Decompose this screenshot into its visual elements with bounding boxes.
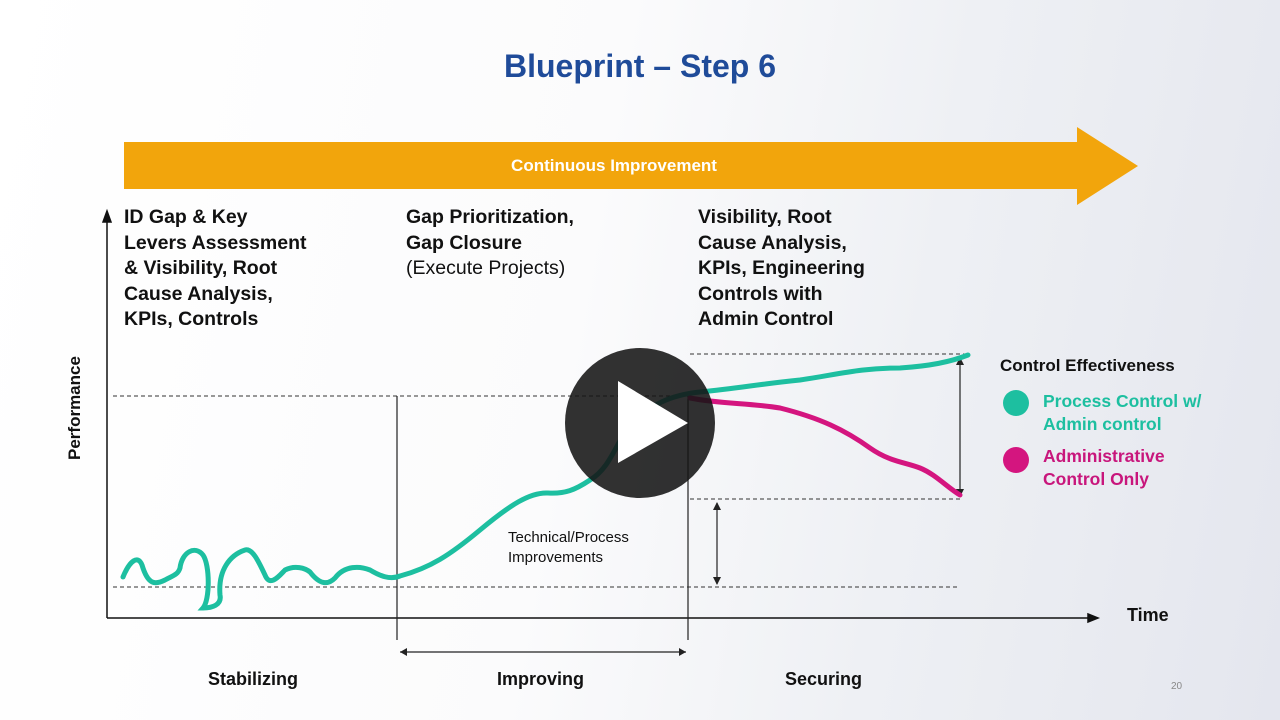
column-note: (Execute Projects)	[406, 257, 566, 279]
y-axis-arrowhead	[101, 208, 113, 223]
column-identify: ID Gap & Key Levers Assessment & Visibil…	[124, 205, 306, 333]
column-line: KPIs, Controls	[124, 308, 259, 330]
column-line: Levers Assessment	[124, 231, 307, 254]
column-line: & Visibility, Root	[124, 257, 278, 279]
legend-label-line: Admin control	[1043, 414, 1162, 434]
column-line: Gap Closure	[406, 231, 522, 254]
play-icon	[618, 381, 688, 463]
column-line: Gap Prioritization,	[406, 206, 574, 228]
y-axis-label: Performance	[65, 356, 84, 460]
continuous-improvement-arrow	[124, 127, 1138, 205]
column-line: Visibility, Root	[698, 206, 832, 228]
slide-title: Blueprint – Step 6	[503, 48, 777, 84]
column-line: ID Gap & Key	[124, 206, 248, 228]
annotation-line: Technical/Process	[508, 529, 629, 546]
banner-label: Continuous Improvement	[511, 156, 717, 175]
admin-control-curve	[687, 395, 963, 498]
legend-item-admin-control: Administrative Control Only	[1043, 445, 1165, 491]
column-line: Cause Analysis,	[124, 282, 273, 305]
legend-title: Control Effectiveness	[1000, 356, 1175, 375]
column-line: KPIs, Engineering	[698, 257, 865, 279]
phase-stabilizing: Stabilizing	[208, 669, 298, 689]
legend-magenta-dot-icon	[1003, 447, 1029, 473]
column-line: Controls with	[698, 282, 823, 305]
reference-lines	[113, 353, 968, 588]
x-axis-label: Time	[1127, 605, 1169, 625]
legend-label-line: Control Only	[1043, 469, 1149, 489]
page-number: 20	[1171, 681, 1183, 692]
column-line: Cause Analysis,	[698, 231, 847, 254]
play-button[interactable]	[565, 348, 715, 498]
legend-label-line: Administrative	[1043, 446, 1165, 466]
x-axis-arrowhead	[1087, 612, 1101, 624]
column-prioritize: Gap Prioritization, Gap Closure (Execute…	[406, 205, 574, 282]
phase-securing: Securing	[785, 669, 863, 689]
legend-item-process-control: Process Control w/ Admin control	[1043, 390, 1202, 436]
column-line: Admin Control	[698, 308, 834, 330]
phase-improving: Improving	[497, 669, 585, 689]
annotation-line: Improvements	[508, 549, 604, 566]
legend-label-line: Process Control w/	[1043, 391, 1202, 411]
improvement-annotation: Technical/Process Improvements	[508, 528, 629, 568]
column-secure: Visibility, Root Cause Analysis, KPIs, E…	[698, 205, 865, 333]
legend-teal-dot-icon	[1003, 390, 1029, 416]
process-control-curve	[120, 352, 971, 611]
